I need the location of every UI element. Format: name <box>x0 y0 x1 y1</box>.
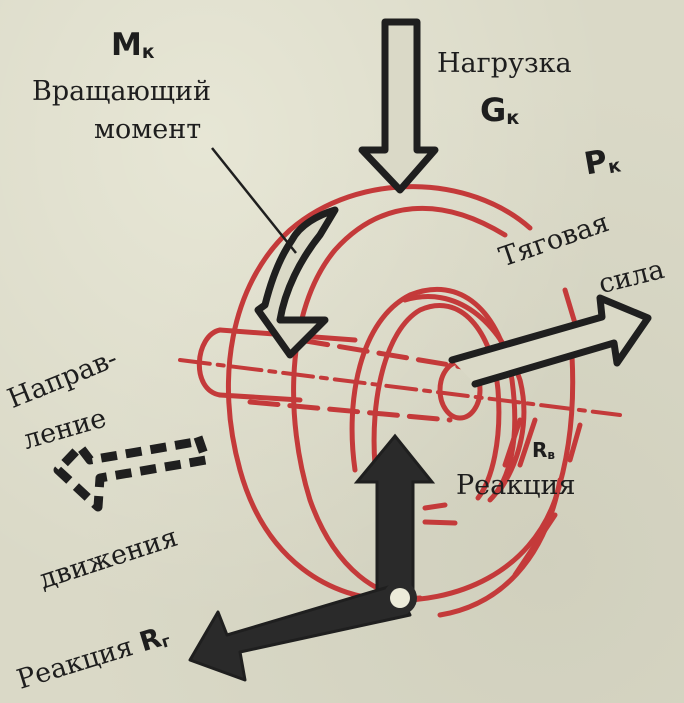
ground-mark-1 <box>422 502 448 511</box>
contact-point-hole <box>390 588 410 608</box>
load-subscript: к <box>506 105 520 129</box>
tyre-rib-2 <box>502 417 523 468</box>
axle-bottom <box>217 392 303 403</box>
vertical-reaction-symbol: R <box>532 438 548 462</box>
axle-dashed-bottom <box>247 399 453 423</box>
ground-mark-2 <box>422 519 458 526</box>
direction-arrow-icon <box>53 435 211 512</box>
load-title: Нагрузка <box>437 48 572 79</box>
torque-symbol: M <box>111 27 142 63</box>
torque-subscript: к <box>141 41 155 63</box>
tyre-rib-4 <box>567 422 583 463</box>
rim-ring-2 <box>371 303 502 501</box>
axle-dashed-top <box>297 337 483 373</box>
traction-arrow-icon <box>448 294 652 388</box>
torque-symbol-group: Mк <box>111 30 154 62</box>
vertical-reaction-symbol-group: Rв <box>532 440 555 461</box>
center-axis <box>178 358 622 417</box>
load-symbol-group: Gк <box>480 94 519 127</box>
torque-label-leader <box>211 147 297 254</box>
torque-line2: момент <box>94 114 202 145</box>
torque-arrow-icon <box>254 206 339 359</box>
shadow-line <box>512 512 558 578</box>
vertical-reaction-subscript: в <box>547 447 555 462</box>
traction-symbol-group: Pк <box>581 143 622 183</box>
horizontal-reaction-arrow-icon <box>188 583 412 682</box>
load-symbol: G <box>480 91 507 129</box>
traction-symbol: P <box>581 143 611 183</box>
vertical-reaction-title: Реакция <box>456 470 576 501</box>
tyre-rib-3 <box>517 417 538 468</box>
vertical-reaction-arrow-icon <box>353 433 436 592</box>
torque-line1: Вращающий <box>32 76 212 107</box>
load-arrow-icon <box>358 18 439 194</box>
